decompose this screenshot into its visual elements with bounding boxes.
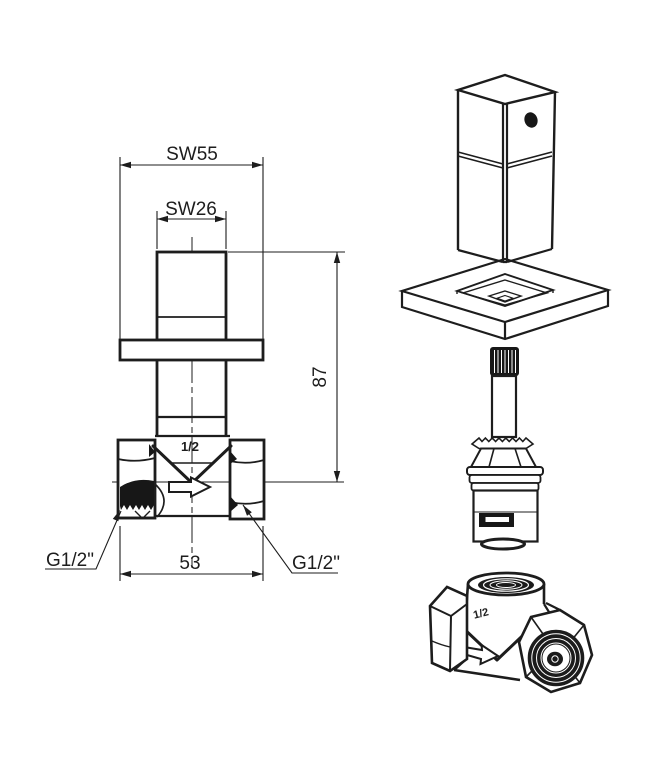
handle-split-line — [457, 151, 553, 169]
thread-label-left-text: G1/2" — [46, 550, 94, 571]
leader-line — [45, 510, 122, 570]
dim-sw26: SW26 — [156, 199, 227, 249]
dim-87-label: 87 — [310, 366, 331, 387]
dim-arrow — [157, 215, 168, 223]
dim-53-label: 53 — [179, 553, 200, 574]
leader-arrow — [112, 510, 120, 522]
dim-arrow — [215, 215, 226, 223]
cartridge-stem — [490, 374, 518, 439]
valve-stem-upper — [155, 250, 228, 342]
dim-arrow — [333, 252, 341, 263]
size-marking-iso: 1/2 — [472, 606, 490, 621]
dim-arrow — [333, 471, 341, 482]
cartridge-collar — [466, 466, 544, 476]
plate-hole-wall — [460, 279, 550, 306]
cartridge-base — [480, 537, 526, 551]
dim-sw55: SW55 — [119, 144, 264, 340]
flow-arrow — [168, 475, 213, 499]
valve-cartridge — [466, 347, 544, 551]
exploded-view: 1/2 — [398, 73, 612, 694]
valve-front: 1/2 — [116, 250, 266, 521]
escutcheon-plate — [398, 257, 612, 341]
dim-arrow — [252, 570, 263, 578]
front-view: SW55 SW26 87 53 — [45, 144, 345, 581]
handle-knob — [453, 73, 560, 264]
handle-set-screw-dot — [524, 112, 538, 128]
dim-arrow — [120, 161, 131, 169]
dim-arrow — [120, 570, 131, 578]
plate-sides — [400, 290, 610, 341]
valve-body-iso: 1/2 — [428, 571, 594, 694]
leader-arrow — [243, 505, 252, 516]
dim-sw26-label: SW26 — [165, 199, 217, 220]
thread-section — [120, 479, 154, 510]
leader-line — [242, 504, 338, 574]
dim-arrow — [252, 161, 263, 169]
size-marking-front: 1/2 — [181, 439, 199, 454]
cartridge-hex — [469, 447, 538, 468]
dim-87: 87 — [228, 251, 345, 482]
valve-stem-lower — [155, 360, 228, 436]
thread-label-left: G1/2" — [45, 510, 122, 571]
thread-label-right-text: G1/2" — [292, 553, 340, 574]
wall-flange — [118, 338, 265, 362]
hex-end-left — [428, 585, 469, 673]
plate-hole-outer — [454, 273, 556, 307]
serrated-washer — [470, 436, 535, 450]
handle-top-face — [453, 73, 560, 106]
dim-53: 53 — [119, 526, 264, 581]
top-port-threads — [478, 577, 534, 593]
dim-sw55-label: SW55 — [166, 144, 218, 165]
thread-label-right: G1/2" — [242, 504, 340, 574]
